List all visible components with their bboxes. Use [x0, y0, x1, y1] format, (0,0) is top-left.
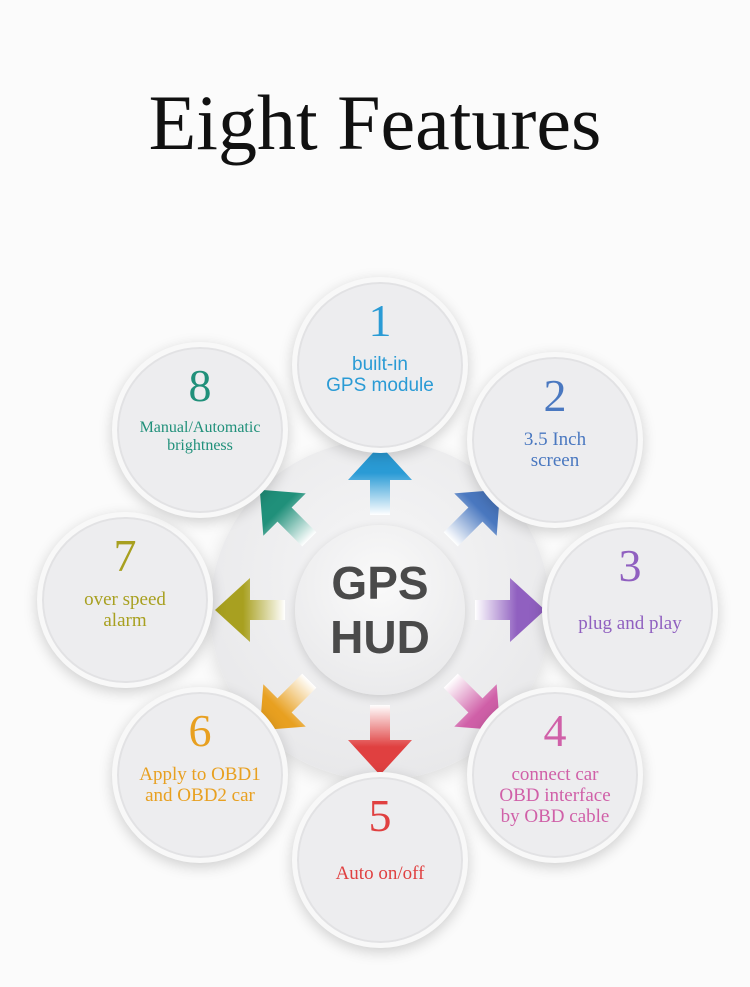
hub-line-2: HUD: [330, 611, 430, 663]
feature-number: 2: [543, 370, 567, 421]
feature-circle-3: 3 plug and play: [542, 522, 718, 698]
arrow-8: [259, 489, 317, 547]
feature-label-line: GPS module: [326, 375, 434, 396]
feature-number: 6: [188, 705, 212, 756]
arrow-3: [475, 578, 545, 642]
feature-number: 3: [618, 540, 642, 591]
arrow-5: [348, 705, 412, 775]
feature-label-line: Manual/Automatic: [139, 419, 261, 436]
feature-number: 5: [368, 790, 392, 841]
arrow-2: [443, 489, 501, 547]
feature-label-line: Auto on/off: [335, 863, 425, 884]
feature-number: 4: [543, 705, 567, 756]
arrow-1: [348, 445, 412, 515]
arrow-4: [443, 673, 501, 731]
feature-number: 8: [188, 360, 212, 411]
feature-number: 1: [368, 295, 392, 346]
page-title: Eight Features: [148, 79, 602, 166]
feature-label-line: built-in: [352, 354, 408, 375]
feature-label-line: plug and play: [578, 613, 682, 634]
arrow-7: [215, 578, 285, 642]
feature-label-line: Apply to OBD1: [139, 764, 261, 785]
feature-label-line: OBD interface: [499, 785, 611, 806]
feature-label-line: and OBD2 car: [145, 785, 255, 806]
center-hub: GPS HUD: [295, 525, 465, 695]
feature-label-line: by OBD cable: [500, 806, 610, 827]
feature-label-line: over speed: [84, 589, 166, 610]
arrow-6: [259, 673, 317, 731]
feature-label-line: alarm: [103, 610, 147, 631]
hub-line-1: GPS: [331, 557, 429, 609]
feature-label-line: screen: [530, 450, 580, 471]
feature-number: 7: [113, 530, 137, 581]
feature-label-line: 3.5 Inch: [523, 429, 587, 450]
feature-label-line: connect car: [511, 764, 599, 785]
feature-label-line: brightness: [167, 437, 233, 454]
